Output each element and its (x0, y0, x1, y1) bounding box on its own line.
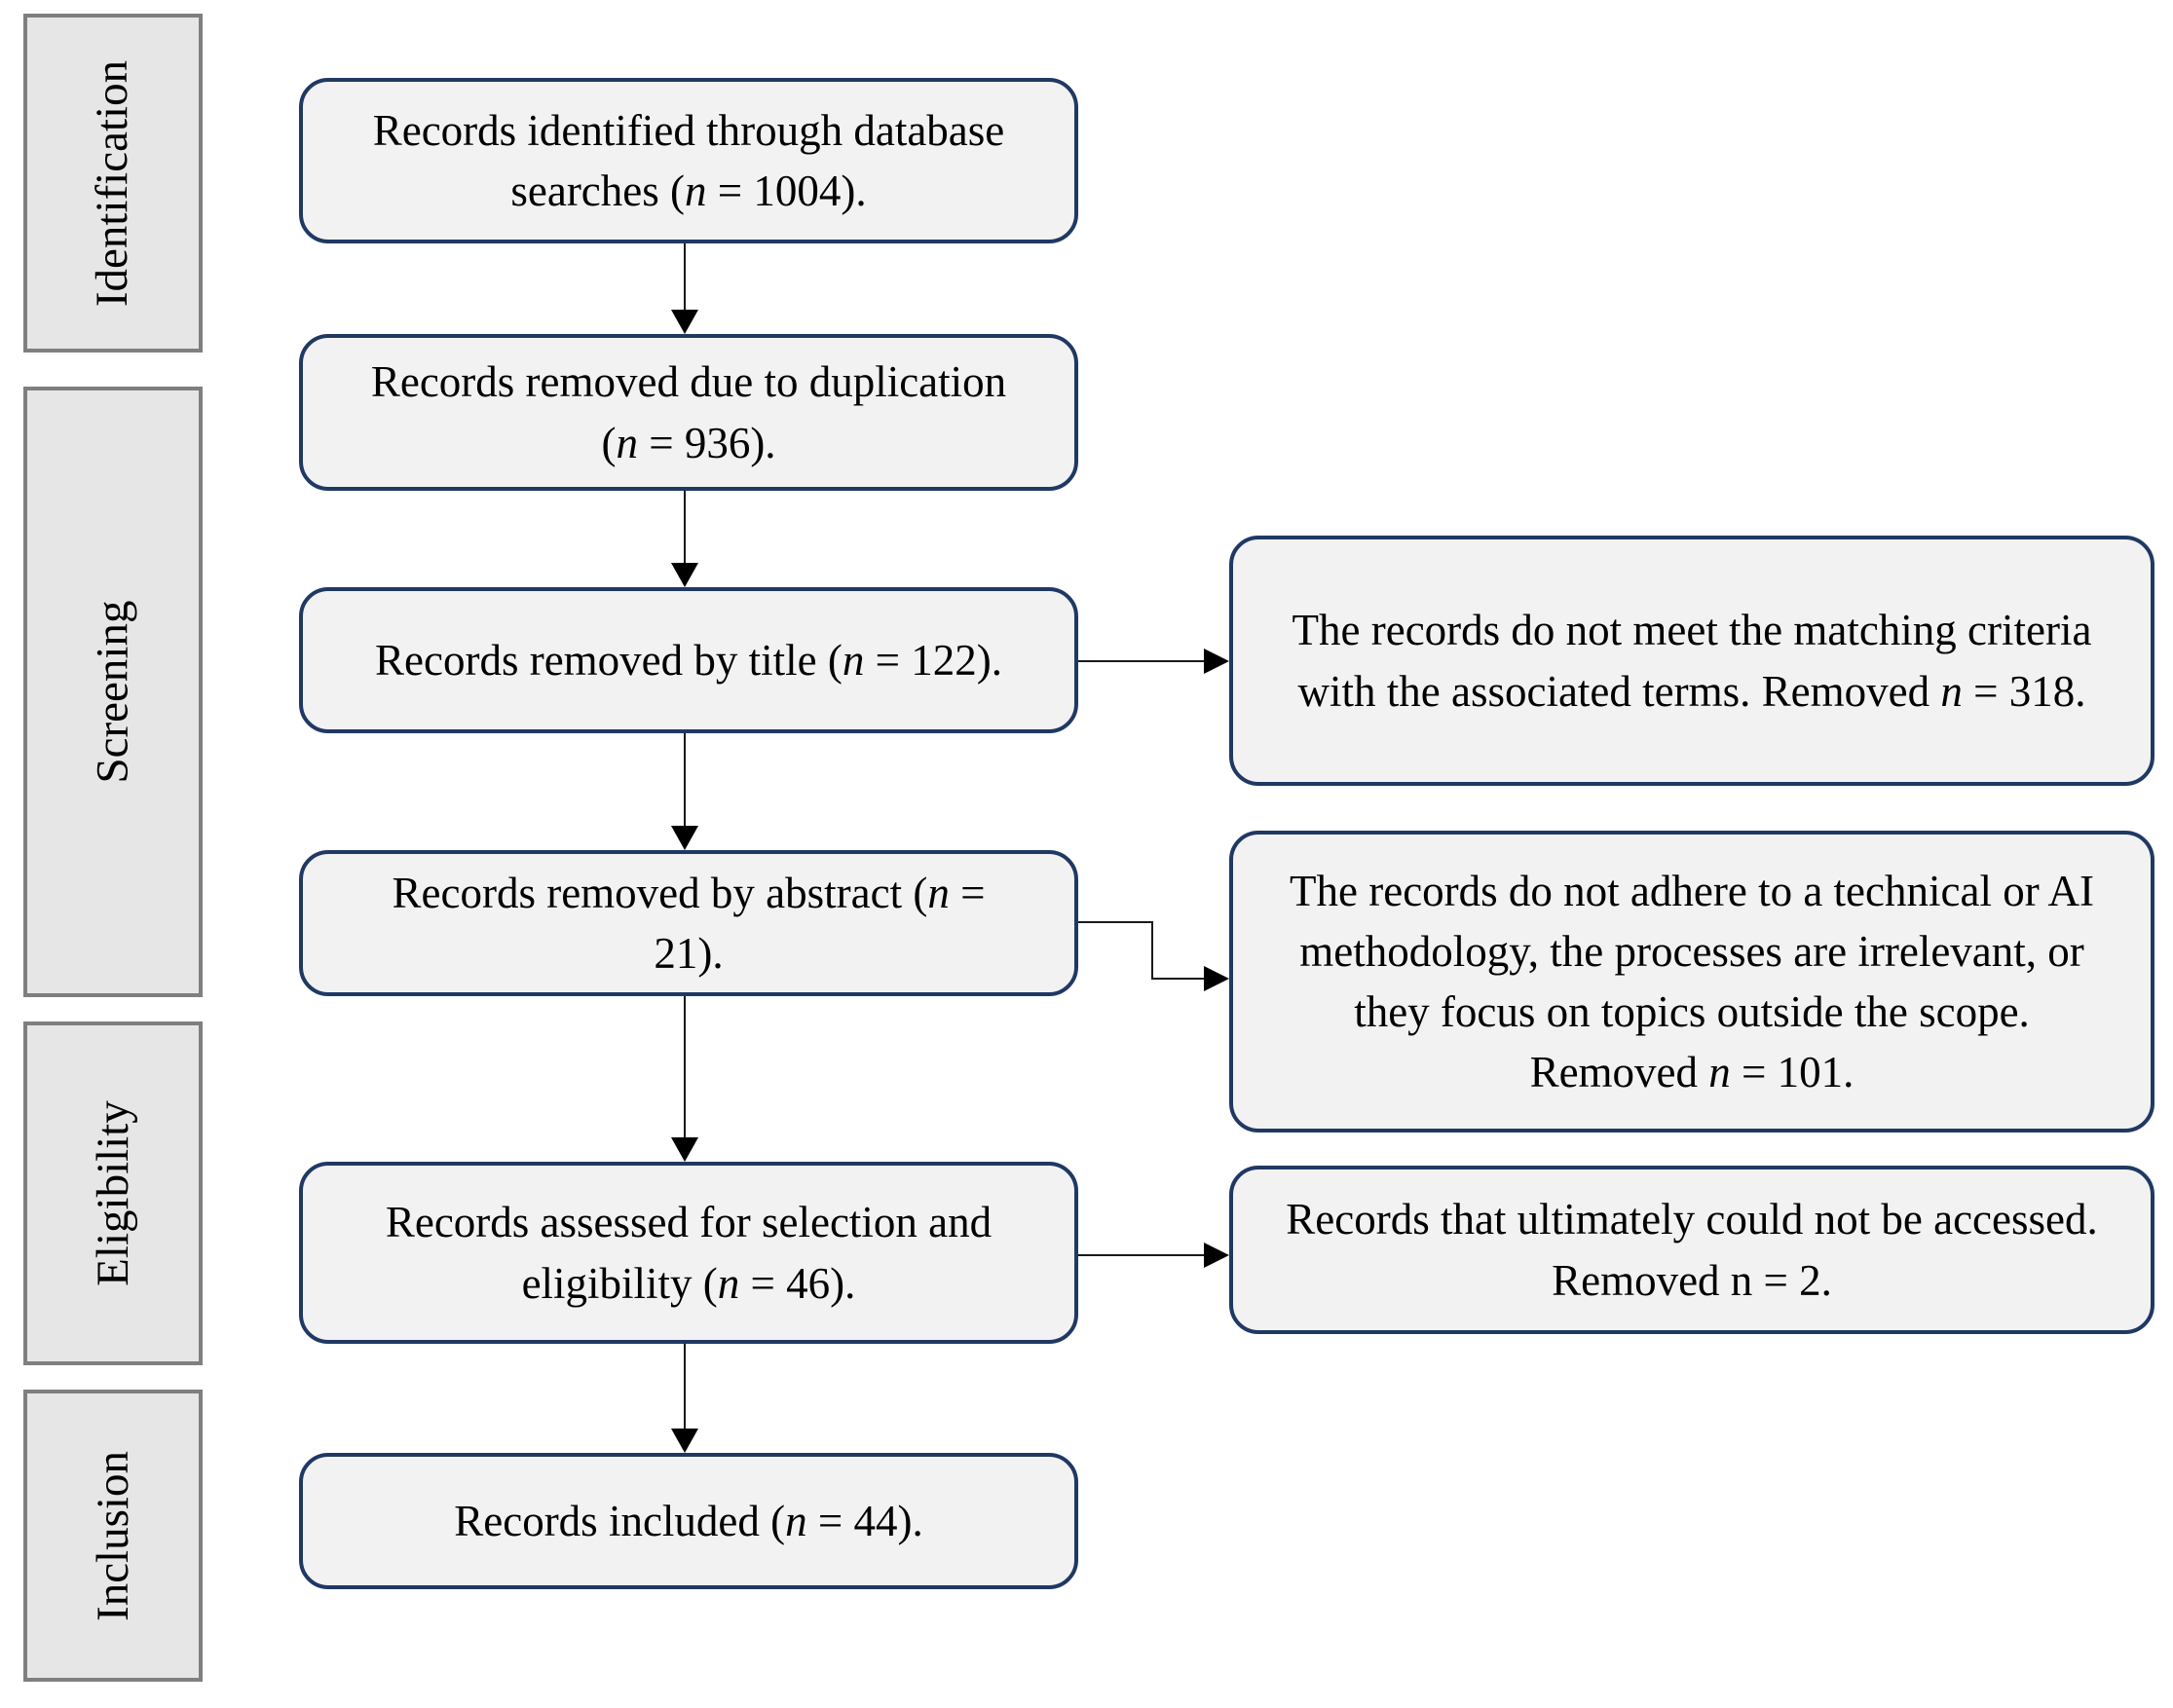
side-box-methodology-or-scope: The records do not adhere to a technical… (1229, 831, 2154, 1132)
arrow-line (684, 996, 686, 1138)
arrow-line (1078, 660, 1205, 662)
flow-box-text: Records assessed for selection and eligi… (385, 1198, 993, 1308)
arrow-line (1078, 921, 1153, 923)
flow-box-records-included: Records included (n = 44). (299, 1453, 1078, 1589)
stage-label: Screening (87, 600, 138, 784)
arrow-head-icon (1204, 966, 1229, 991)
stage-eligibility: Eligibility (23, 1021, 203, 1365)
arrow-line (1151, 921, 1153, 980)
flow-box-records-removed-duplication: Records removed due to duplication (n = … (299, 334, 1078, 491)
arrow-head-icon (1204, 1243, 1229, 1268)
arrow-head-icon (1204, 649, 1229, 674)
arrow-line (684, 1344, 686, 1430)
side-box-not-accessed: Records that ultimately could not be acc… (1229, 1166, 2154, 1334)
flow-box-records-removed-title: Records removed by title (n = 122). (299, 587, 1078, 733)
arrow-line (684, 243, 686, 312)
arrow-head-icon (671, 826, 698, 850)
arrow-line (684, 733, 686, 827)
arrow-line (1078, 1254, 1205, 1256)
stage-inclusion: Inclusion (23, 1390, 203, 1682)
flow-box-text: Records identified through database sear… (372, 105, 1005, 215)
flow-box-text: Records included (n = 44). (454, 1496, 923, 1545)
arrow-head-icon (671, 1137, 698, 1162)
stage-identification: Identification (23, 14, 203, 353)
stage-screening: Screening (23, 387, 203, 997)
flow-box-text: Records removed by title (n = 122). (375, 635, 1002, 685)
side-box-text: Records that ultimately could not be acc… (1286, 1195, 2098, 1305)
stage-label: Inclusion (87, 1450, 138, 1621)
flow-box-records-assessed: Records assessed for selection and eligi… (299, 1162, 1078, 1344)
side-box-text: The records do not meet the matching cri… (1292, 606, 2092, 716)
flow-box-text: Records removed due to duplication (n = … (370, 357, 1007, 467)
flow-box-records-removed-abstract: Records removed by abstract (n = 21). (299, 850, 1078, 996)
side-box-not-matching-criteria: The records do not meet the matching cri… (1229, 536, 2154, 786)
arrow-head-icon (671, 310, 698, 334)
arrow-head-icon (671, 1429, 698, 1453)
arrow-head-icon (671, 563, 698, 587)
side-box-text: The records do not adhere to a technical… (1290, 866, 2094, 1097)
arrow-line (1151, 978, 1206, 980)
stage-label: Eligibility (87, 1100, 138, 1286)
stage-label: Identification (87, 59, 138, 307)
arrow-line (684, 491, 686, 564)
flow-box-records-identified: Records identified through database sear… (299, 78, 1078, 243)
flow-box-text: Records removed by abstract (n = 21). (392, 868, 986, 978)
